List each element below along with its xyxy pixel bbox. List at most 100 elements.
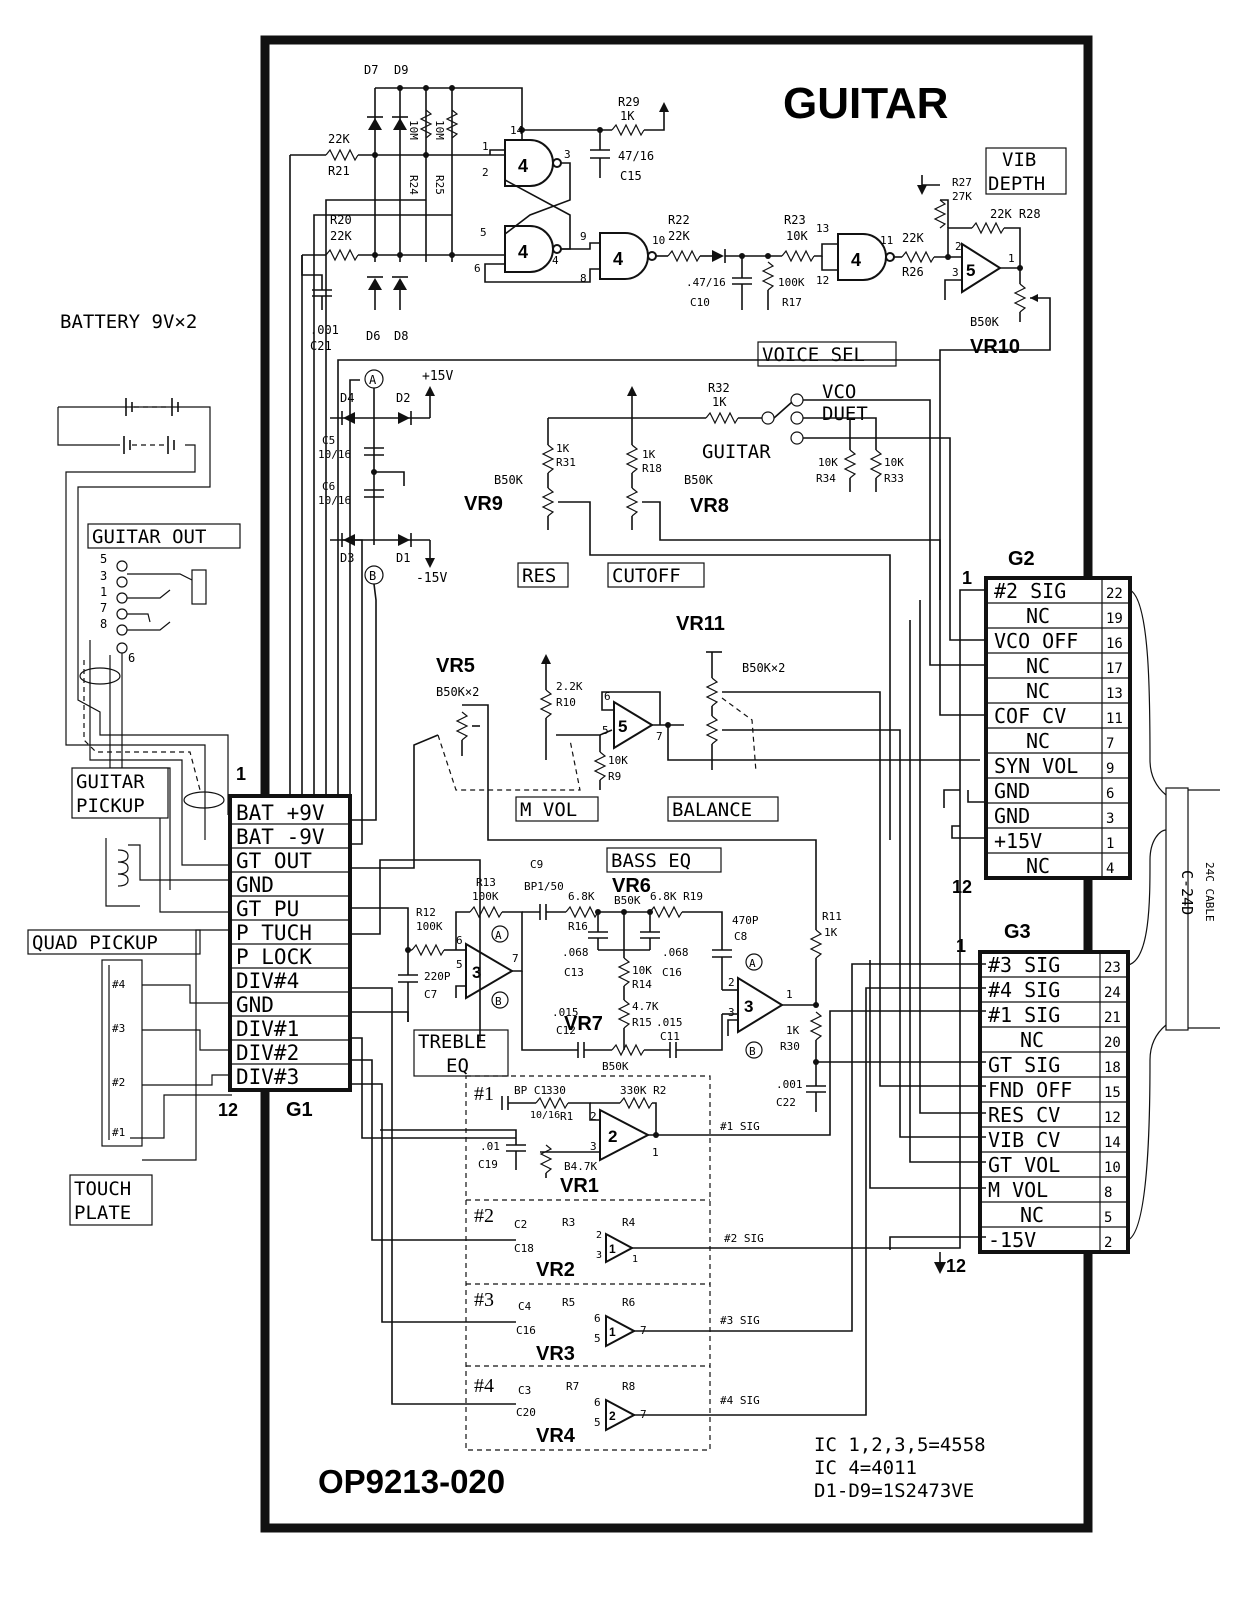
vib-depth-2: DEPTH (988, 173, 1045, 195)
g3-pin-number: 14 (1104, 1135, 1121, 1151)
res-label: RES (522, 565, 556, 587)
guitar-sw-label: GUITAR (702, 441, 771, 463)
ic2-pin-3: 3 (590, 1140, 597, 1153)
r30-ref: R30 (780, 1040, 800, 1053)
g2-pin-label: NC (1026, 654, 1050, 678)
guitar-pickup-coil (105, 838, 232, 907)
ic3a-pin-7: 7 (512, 952, 519, 965)
ch2-pin-1: 1 (632, 1254, 638, 1265)
battery-pack (57, 398, 211, 607)
g3-pin-label: -15V (988, 1228, 1036, 1252)
c1-label: BP C1 (514, 1084, 547, 1097)
note-ic-4: IC 4=4011 (814, 1457, 917, 1479)
vr10-label: VR10 (970, 336, 1020, 358)
g2-pin-label: NC (1026, 679, 1050, 703)
gout-pin-7: 7 (100, 601, 107, 615)
g2-pin-label: GND (994, 779, 1030, 803)
c13-ref: C13 (564, 966, 584, 979)
r11-value: 1K (824, 926, 838, 939)
g1-row-11: DIV#2 (236, 1041, 299, 1065)
g3-pin-number: 21 (1104, 1010, 1121, 1026)
res-cutoff-section: 1K R31 B50K VR9 1K R18 B50K VR8 RES CUTO… (464, 341, 986, 840)
g1-row-10: DIV#1 (236, 1017, 299, 1041)
ch3-label: #3 (474, 1289, 494, 1311)
c21-value: .001 (310, 323, 339, 337)
g1-row-2: BAT -9V (236, 825, 325, 849)
cable-c24d: C-24D 24C CABLE (1127, 589, 1220, 1241)
g1-row-12: DIV#3 (236, 1065, 299, 1089)
r24-value: 10M (407, 120, 420, 140)
c11-ref: C11 (660, 1030, 680, 1043)
c22-ref: C22 (776, 1096, 796, 1109)
treble-eq-label-box (413, 1029, 509, 1077)
ic4b-num: 4 (518, 242, 528, 262)
ic4-pin-2: 2 (482, 166, 489, 179)
ic4-pin-14: 14 (510, 124, 524, 137)
guitar-pickup-label-1: GUITAR (76, 771, 145, 793)
g2-pin-number: 13 (1106, 686, 1123, 702)
r29-ref: R29 (618, 95, 640, 109)
vr2-label: VR2 (536, 1259, 575, 1281)
c5-ref: C5 (322, 434, 335, 447)
r10-ref: R10 (556, 696, 576, 709)
ic4-pin-9: 9 (580, 230, 587, 243)
treble-eq-2: EQ (446, 1055, 469, 1077)
ic3b-pin-3: 3 (728, 1006, 735, 1019)
r33-label-1: 10K (884, 456, 904, 469)
g2-pin-label: NC (1026, 854, 1050, 878)
g2-pin-label: VCO OFF (994, 629, 1078, 653)
r17-ref: R17 (782, 296, 802, 309)
ic4-pin-12: 12 (816, 274, 829, 287)
g3-pin-label: #1 SIG (988, 1003, 1060, 1027)
c15-ref: C15 (620, 169, 642, 183)
node-b-eq1: B (495, 995, 502, 1008)
r31-value: 1K (556, 442, 570, 455)
c13-value: .068 (562, 946, 589, 959)
g1-row-7: P LOCK (236, 945, 312, 969)
g1-row-3: GT OUT (236, 849, 312, 873)
g3-pin-number: 5 (1104, 1210, 1112, 1226)
g2-first-pin: 1 (962, 568, 972, 588)
ic4-pin-13: 13 (816, 222, 829, 235)
part-number: OP9213-020 (318, 1463, 505, 1500)
r15-value: 4.7K (632, 1000, 659, 1013)
vr6-label: VR6 (612, 875, 651, 897)
ic5-pin-3: 3 (952, 266, 959, 279)
node-b-eq2: B (749, 1045, 756, 1058)
d6-label: D6 (366, 329, 380, 343)
d9-label: D9 (394, 63, 408, 77)
vr9-label: VR9 (464, 493, 503, 515)
quad-pickup-strip: #4 #3 #2 #1 (101, 929, 232, 1161)
r11-ref: R11 (822, 910, 842, 923)
g3-pin-label: NC (1020, 1203, 1044, 1227)
r33-label-2: R33 (884, 472, 904, 485)
voice-sel-box (757, 341, 897, 367)
r17-value: 100K (778, 276, 805, 289)
c1b-value: 10/16 (530, 1110, 560, 1121)
vr10-value: B50K (970, 315, 1000, 329)
vib-depth-1: VIB (1002, 149, 1036, 171)
g3-pin-number: 15 (1104, 1085, 1121, 1101)
g3-last-pin: 12 (946, 1256, 966, 1276)
gout-pin-1: 1 (100, 585, 107, 599)
ic2-pin-2: 2 (590, 1110, 597, 1123)
r15-ref: R15 (632, 1016, 652, 1029)
g2-pin-number: 11 (1106, 711, 1123, 727)
node-a-eq2: A (749, 957, 756, 970)
r7-label: R7 (566, 1380, 579, 1393)
ic3b-pin-2: 2 (728, 976, 735, 989)
d1-label: D1 (396, 551, 410, 565)
ic5a-num: 5 (966, 261, 975, 280)
note-ic-1235: IC 1,2,3,5=4558 (814, 1434, 986, 1456)
c12-value: .015 (552, 1006, 579, 1019)
rail-plus15: +15V (422, 369, 453, 384)
node-b-top: B (369, 569, 376, 583)
ch1-label: #1 (474, 1083, 494, 1105)
r3-label: R3 (562, 1216, 575, 1229)
vr8-value: B50K (684, 473, 714, 487)
r1-ref: R1 (560, 1110, 573, 1123)
g1-row-5: GT PU (236, 897, 299, 921)
c22-value: .001 (776, 1078, 803, 1091)
g2-last-pin: 12 (952, 877, 972, 897)
ic4c-num: 4 (613, 249, 623, 269)
